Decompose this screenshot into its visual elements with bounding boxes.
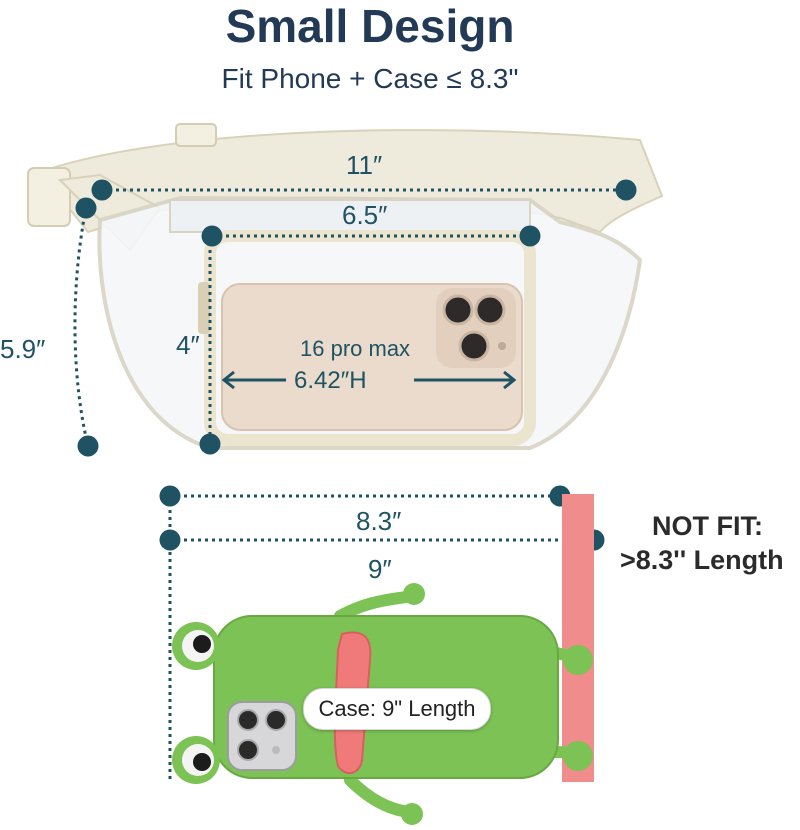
strap-length-label: 11″ [346,150,383,180]
comparison-lines [159,485,605,780]
fit-length-label: 8.3″ [356,506,402,536]
page-title: Small Design [225,0,515,52]
pocket-width-label: 6.5″ [342,200,388,230]
phone-model-label: 16 pro max [300,336,411,361]
not-fit-bar [562,494,594,782]
case-length-badge: Case: 9" Length [303,688,491,730]
pocket-height-label: 4″ [176,330,200,360]
bag-dimension-lines [73,179,637,457]
page-subtitle: Fit Phone + Case ≤ 8.3" [221,63,519,94]
not-fit-detail: >8.3'' Length [620,545,784,575]
frog-phone-case [172,583,593,825]
phone-16-pro-max [221,283,523,431]
not-fit-heading: NOT FIT: [652,511,763,541]
phone-length-label: 6.42″H [294,367,367,394]
bag-height-label: 5.9″ [0,334,46,364]
case-length-label: 9″ [368,554,392,584]
